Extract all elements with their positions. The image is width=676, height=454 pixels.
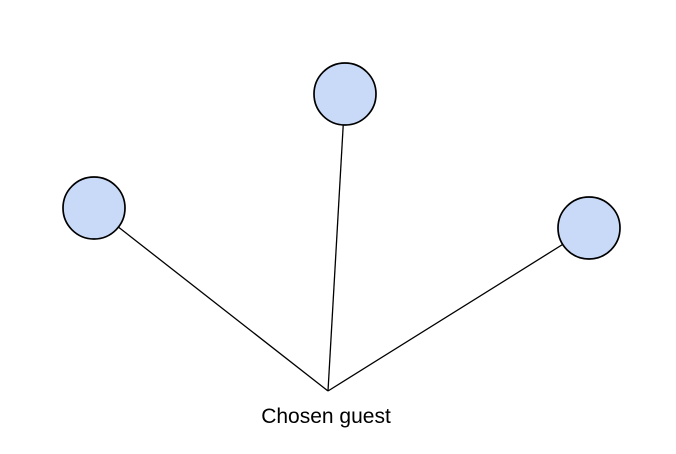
edge-guest-top <box>327 93 346 392</box>
edge-guest-right <box>327 227 590 392</box>
node-guest-top <box>313 62 377 126</box>
edge-guest-left <box>93 207 329 392</box>
node-guest-left <box>62 176 126 240</box>
node-guest-right <box>557 196 621 260</box>
chosen-guest-label: Chosen guest <box>261 405 391 428</box>
